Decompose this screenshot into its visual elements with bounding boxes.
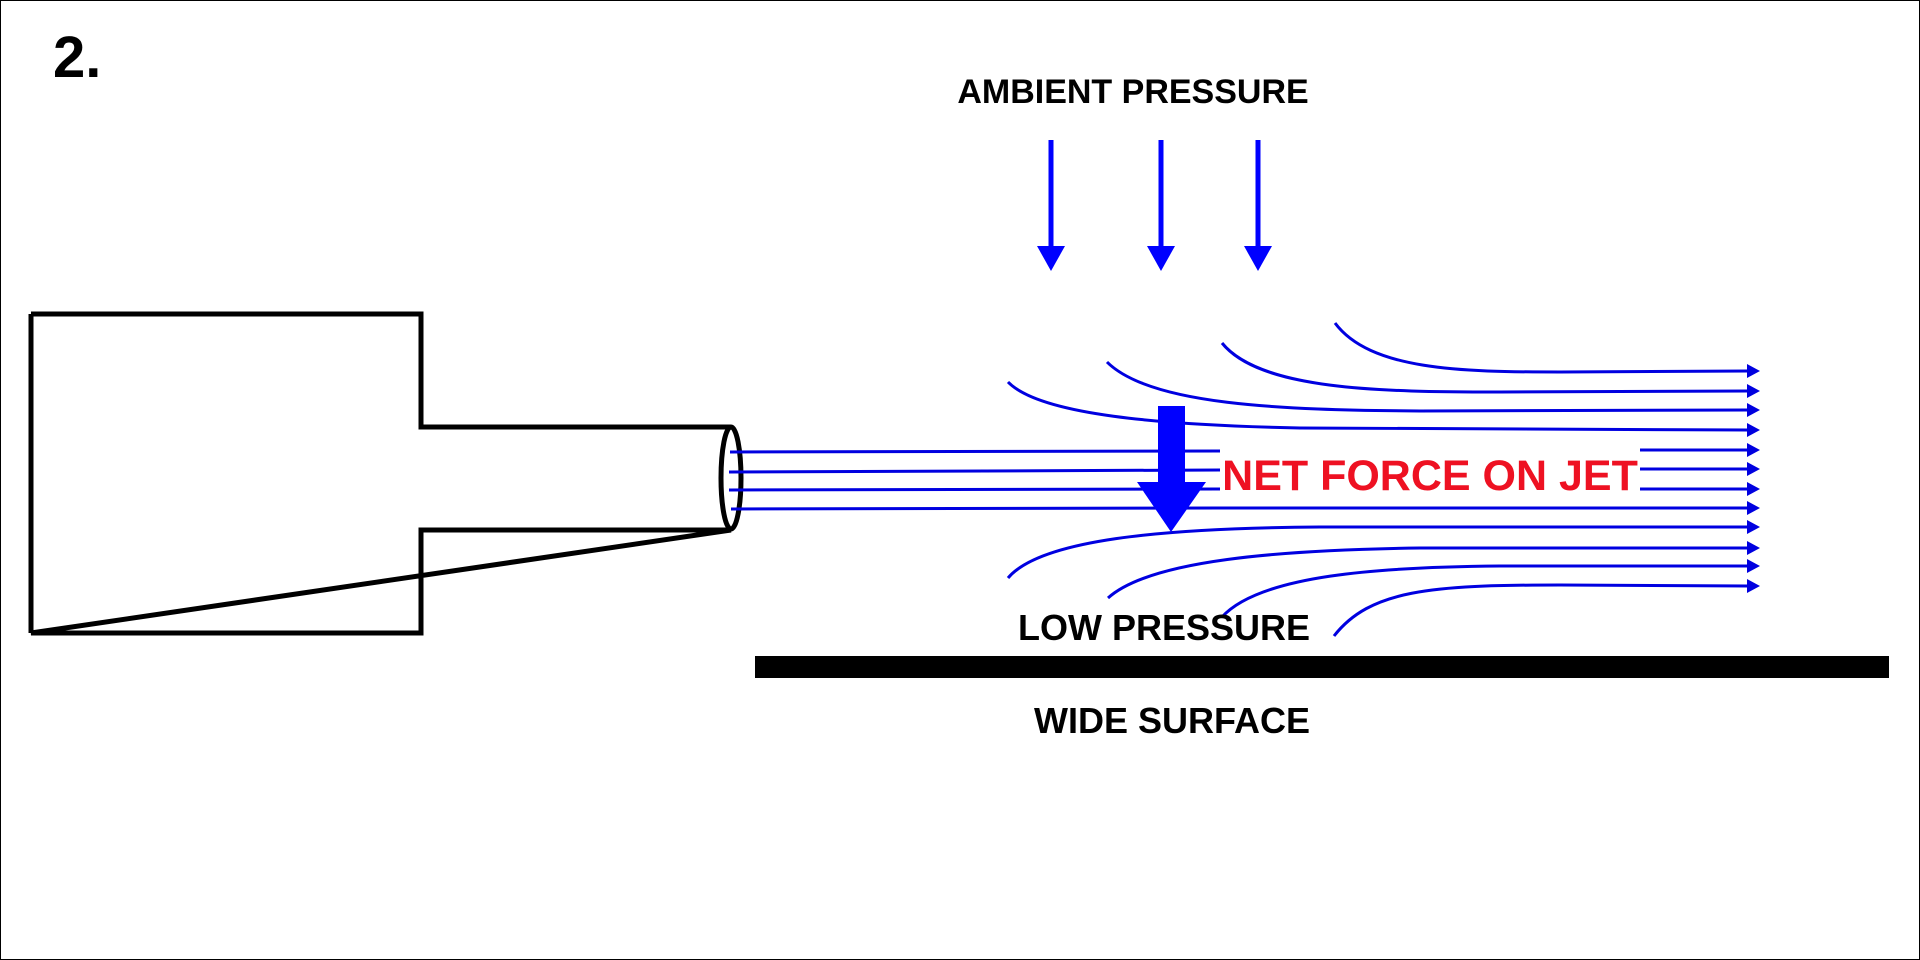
jet-streamline-3: [728, 487, 1221, 492]
ambient-arrow-1: [1037, 140, 1065, 271]
lower-streamline-4: [1332, 583, 1749, 637]
net-force-label: NET FORCE ON JET: [1222, 452, 1638, 500]
low-pressure-label: LOW PRESSURE: [1018, 607, 1310, 648]
wide-surface: [755, 656, 1889, 678]
jet-core-streamlines: [728, 449, 1221, 511]
jet-streamline-2: [728, 468, 1221, 474]
jet-streamline-1: [729, 449, 1221, 454]
ambient-arrow-2: [1147, 140, 1175, 271]
ambient-pressure-arrows: [1037, 140, 1272, 271]
lower-streamline-1: [1006, 525, 1748, 579]
nozzle-body: [30, 311, 732, 636]
jet-core-exit-streamlines: [1220, 448, 1748, 510]
net-force-arrow: [1137, 406, 1206, 532]
upper-streamline-1: [1333, 322, 1749, 374]
upper-streamline-2: [1220, 342, 1749, 394]
ambient-arrow-3: [1244, 140, 1272, 271]
lower-streamline-2: [1106, 546, 1748, 600]
upper-entrained-streamlines: [1006, 322, 1749, 432]
streamline-arrowheads: [1747, 364, 1760, 593]
lower-streamline-3: [1220, 564, 1748, 619]
ambient-pressure-label: AMBIENT PRESSURE: [957, 73, 1308, 111]
wide-surface-label: WIDE SURFACE: [1034, 700, 1310, 741]
upper-streamline-4: [1006, 380, 1749, 432]
lower-entrained-streamlines: [1006, 525, 1749, 637]
nozzle-outlet: [718, 424, 744, 532]
figure-number: 2.: [53, 25, 101, 90]
net-force-label-bg: [1222, 438, 1639, 498]
jet-streamline-4: [730, 506, 1221, 511]
upper-streamline-3: [1105, 360, 1749, 413]
